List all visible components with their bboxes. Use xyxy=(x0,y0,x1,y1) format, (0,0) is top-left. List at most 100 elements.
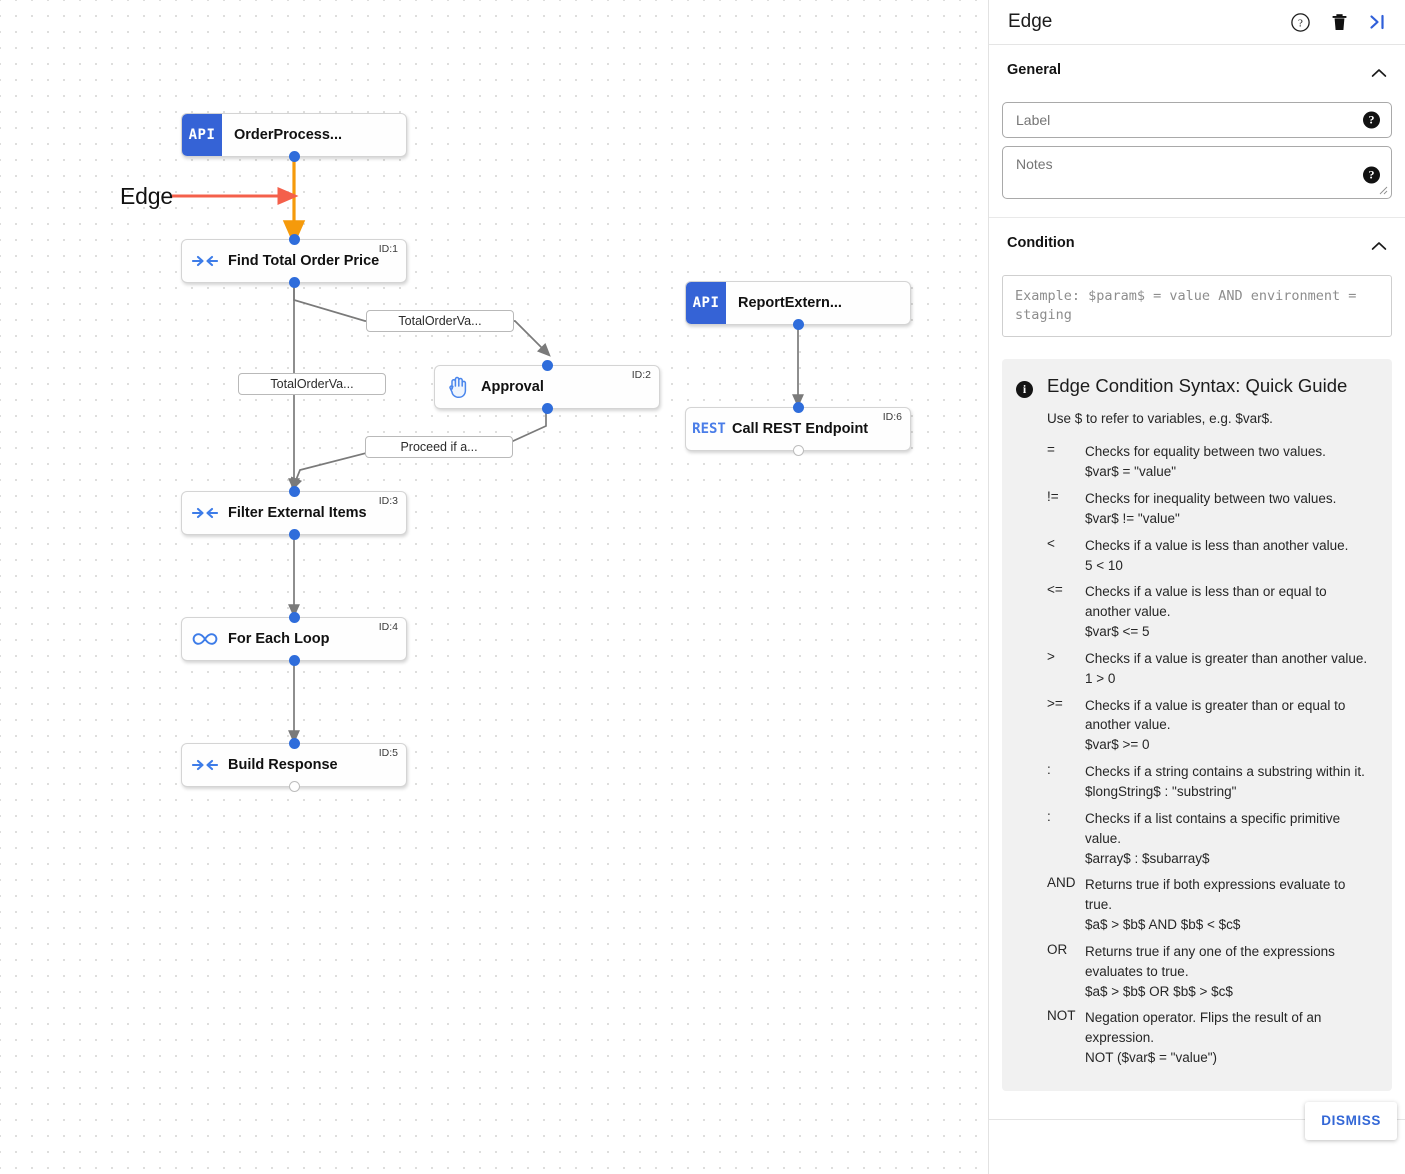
resize-grip-icon[interactable] xyxy=(1379,186,1388,195)
operator-example: $var$ = "value" xyxy=(1085,464,1177,480)
operator-symbol: < xyxy=(1047,535,1055,551)
node-find-total-order-price[interactable]: Find Total Order Price ID:1 xyxy=(181,234,407,288)
node-handle-bottom[interactable] xyxy=(541,403,553,414)
operator-example: $a$ > $b$ OR $b$ > $c$ xyxy=(1085,983,1233,999)
node-handle-bottom[interactable] xyxy=(792,319,804,330)
node-id-label: ID:1 xyxy=(378,243,398,255)
operator-example: 5 < 10 xyxy=(1085,557,1123,573)
node-handle-top[interactable] xyxy=(288,234,300,245)
node-handle-bottom[interactable] xyxy=(792,445,804,456)
node-reportextern[interactable]: API ReportExtern... xyxy=(685,281,911,330)
notes-field-wrapper[interactable]: ? xyxy=(1002,146,1392,199)
converge-arrows-icon xyxy=(182,254,228,268)
operator-description: Checks if a list contains a specific pri… xyxy=(1085,810,1341,846)
node-handle-bottom[interactable] xyxy=(288,151,300,162)
node-handle-bottom[interactable] xyxy=(288,655,300,666)
node-title: Approval xyxy=(481,379,544,395)
operator-example: $array$ : $subarray$ xyxy=(1085,850,1210,866)
node-orderprocess[interactable]: API OrderProcess... xyxy=(181,113,407,162)
label-help-icon[interactable]: ? xyxy=(1363,111,1380,129)
operator-description: Negation operator. Flips the result of a… xyxy=(1085,1010,1322,1046)
operator-description: Checks for inequality between two values… xyxy=(1085,491,1337,506)
operator-symbol: AND xyxy=(1047,875,1076,891)
flow-canvas[interactable]: Edge API OrderProcess... Find Total Orde… xyxy=(0,0,988,1174)
node-approval[interactable]: Approval ID:2 xyxy=(434,360,660,414)
panel-body: General ? ? xyxy=(989,45,1405,1174)
operator-example: $a$ > $b$ AND $b$ < $c$ xyxy=(1085,917,1241,933)
operator-example: $var$ <= 5 xyxy=(1085,624,1150,640)
operator-row: NOT Negation operator. Flips the result o… xyxy=(1047,1008,1376,1068)
collapse-panel-icon[interactable] xyxy=(1368,13,1388,31)
section-condition-title: Condition xyxy=(1007,234,1075,251)
svg-text:?: ? xyxy=(1298,17,1303,29)
guide-title: Edge Condition Syntax: Quick Guide xyxy=(1047,375,1348,397)
section-general-header[interactable]: General xyxy=(1002,45,1392,94)
node-handle-top[interactable] xyxy=(792,402,804,413)
api-badge-icon: API xyxy=(182,114,222,156)
edge-label[interactable]: TotalOrderVa... xyxy=(238,373,386,395)
operator-description: Checks for equality between two values. xyxy=(1085,444,1326,460)
operator-description: Checks if a value is less than or equal … xyxy=(1085,584,1327,620)
node-call-rest-endpoint[interactable]: REST Call REST Endpoint ID:6 xyxy=(685,402,911,456)
edge-properties-panel: Edge ? xyxy=(988,0,1405,1174)
node-title: Find Total Order Price xyxy=(228,253,380,269)
label-field-wrapper[interactable]: ? xyxy=(1002,102,1392,138)
operator-symbol: NOT xyxy=(1047,1008,1076,1024)
infinity-icon xyxy=(182,631,228,647)
dismiss-button[interactable]: DISMISS xyxy=(1305,1102,1397,1140)
label-input[interactable] xyxy=(1003,112,1391,128)
operator-symbol: != xyxy=(1047,489,1059,504)
section-condition-header[interactable]: Condition xyxy=(1002,218,1392,267)
notes-help-icon[interactable]: ? xyxy=(1363,166,1380,184)
notes-input[interactable] xyxy=(1003,147,1391,172)
node-handle-bottom[interactable] xyxy=(288,781,300,792)
operator-description: Checks if a value is greater than or equ… xyxy=(1085,697,1346,733)
node-title: Call REST Endpoint xyxy=(732,421,869,437)
converge-arrows-icon xyxy=(182,758,228,772)
edge-label[interactable]: Proceed if a... xyxy=(365,436,513,458)
panel-footer: DISMISS xyxy=(989,1102,1405,1174)
delete-icon[interactable] xyxy=(1330,12,1349,32)
node-handle-bottom[interactable] xyxy=(288,277,300,288)
operator-row: < Checks if a value is less than another … xyxy=(1047,536,1376,576)
guide-subtitle: Use $ to refer to variables, e.g. $var$. xyxy=(1047,411,1273,427)
help-icon[interactable]: ? xyxy=(1290,12,1311,33)
condition-placeholder: Example: $param$ = value AND environment… xyxy=(1015,288,1357,324)
edge-label[interactable]: TotalOrderVa... xyxy=(366,310,514,332)
chevron-up-icon[interactable] xyxy=(1371,65,1387,77)
node-filter-external-items[interactable]: Filter External Items ID:3 xyxy=(181,486,407,540)
operator-list: = Checks for equality between two values.… xyxy=(1047,442,1376,1068)
operator-example: $var$ != "value" xyxy=(1085,510,1180,526)
page-title: Edge xyxy=(1008,11,1053,32)
operator-row: = Checks for equality between two values.… xyxy=(1047,442,1376,482)
operator-row: <=Checks if a value is less than or equa… xyxy=(1047,582,1376,642)
node-handle-top[interactable] xyxy=(288,486,300,497)
info-icon: i xyxy=(1016,381,1033,399)
node-id-label: ID:2 xyxy=(631,369,651,381)
node-handle-top[interactable] xyxy=(288,738,300,749)
node-id-label: ID:6 xyxy=(882,411,902,423)
section-general-title: General xyxy=(1007,61,1061,78)
operator-description: Returns true if any one of the expressio… xyxy=(1085,943,1335,979)
operator-description: Checks if a value is less than another v… xyxy=(1085,537,1349,553)
condition-input[interactable]: Example: $param$ = value AND environment… xyxy=(1002,275,1392,338)
section-condition: Condition Example: $param$ = value AND e… xyxy=(989,218,1405,1109)
node-build-response[interactable]: Build Response ID:5 xyxy=(181,738,407,792)
node-id-label: ID:4 xyxy=(378,621,398,633)
chevron-up-icon[interactable] xyxy=(1371,238,1387,250)
node-handle-top[interactable] xyxy=(288,612,300,623)
operator-row: >=Checks if a value is greater than or e… xyxy=(1047,696,1376,756)
operator-symbol: = xyxy=(1047,442,1055,458)
node-title: Build Response xyxy=(228,757,338,773)
edges-layer xyxy=(172,157,804,744)
node-title: OrderProcess... xyxy=(234,127,342,143)
operator-description: Checks if a string contains a substring … xyxy=(1085,764,1365,780)
operator-symbol: : xyxy=(1047,808,1051,824)
node-for-each-loop[interactable]: For Each Loop ID:4 xyxy=(181,612,407,666)
node-handle-bottom[interactable] xyxy=(288,529,300,540)
node-handle-top[interactable] xyxy=(541,360,553,371)
panel-header: Edge ? xyxy=(989,0,1405,45)
node-title: Filter External Items xyxy=(228,505,367,521)
operator-row: : Checks if a list contains a specific pr… xyxy=(1047,809,1376,869)
